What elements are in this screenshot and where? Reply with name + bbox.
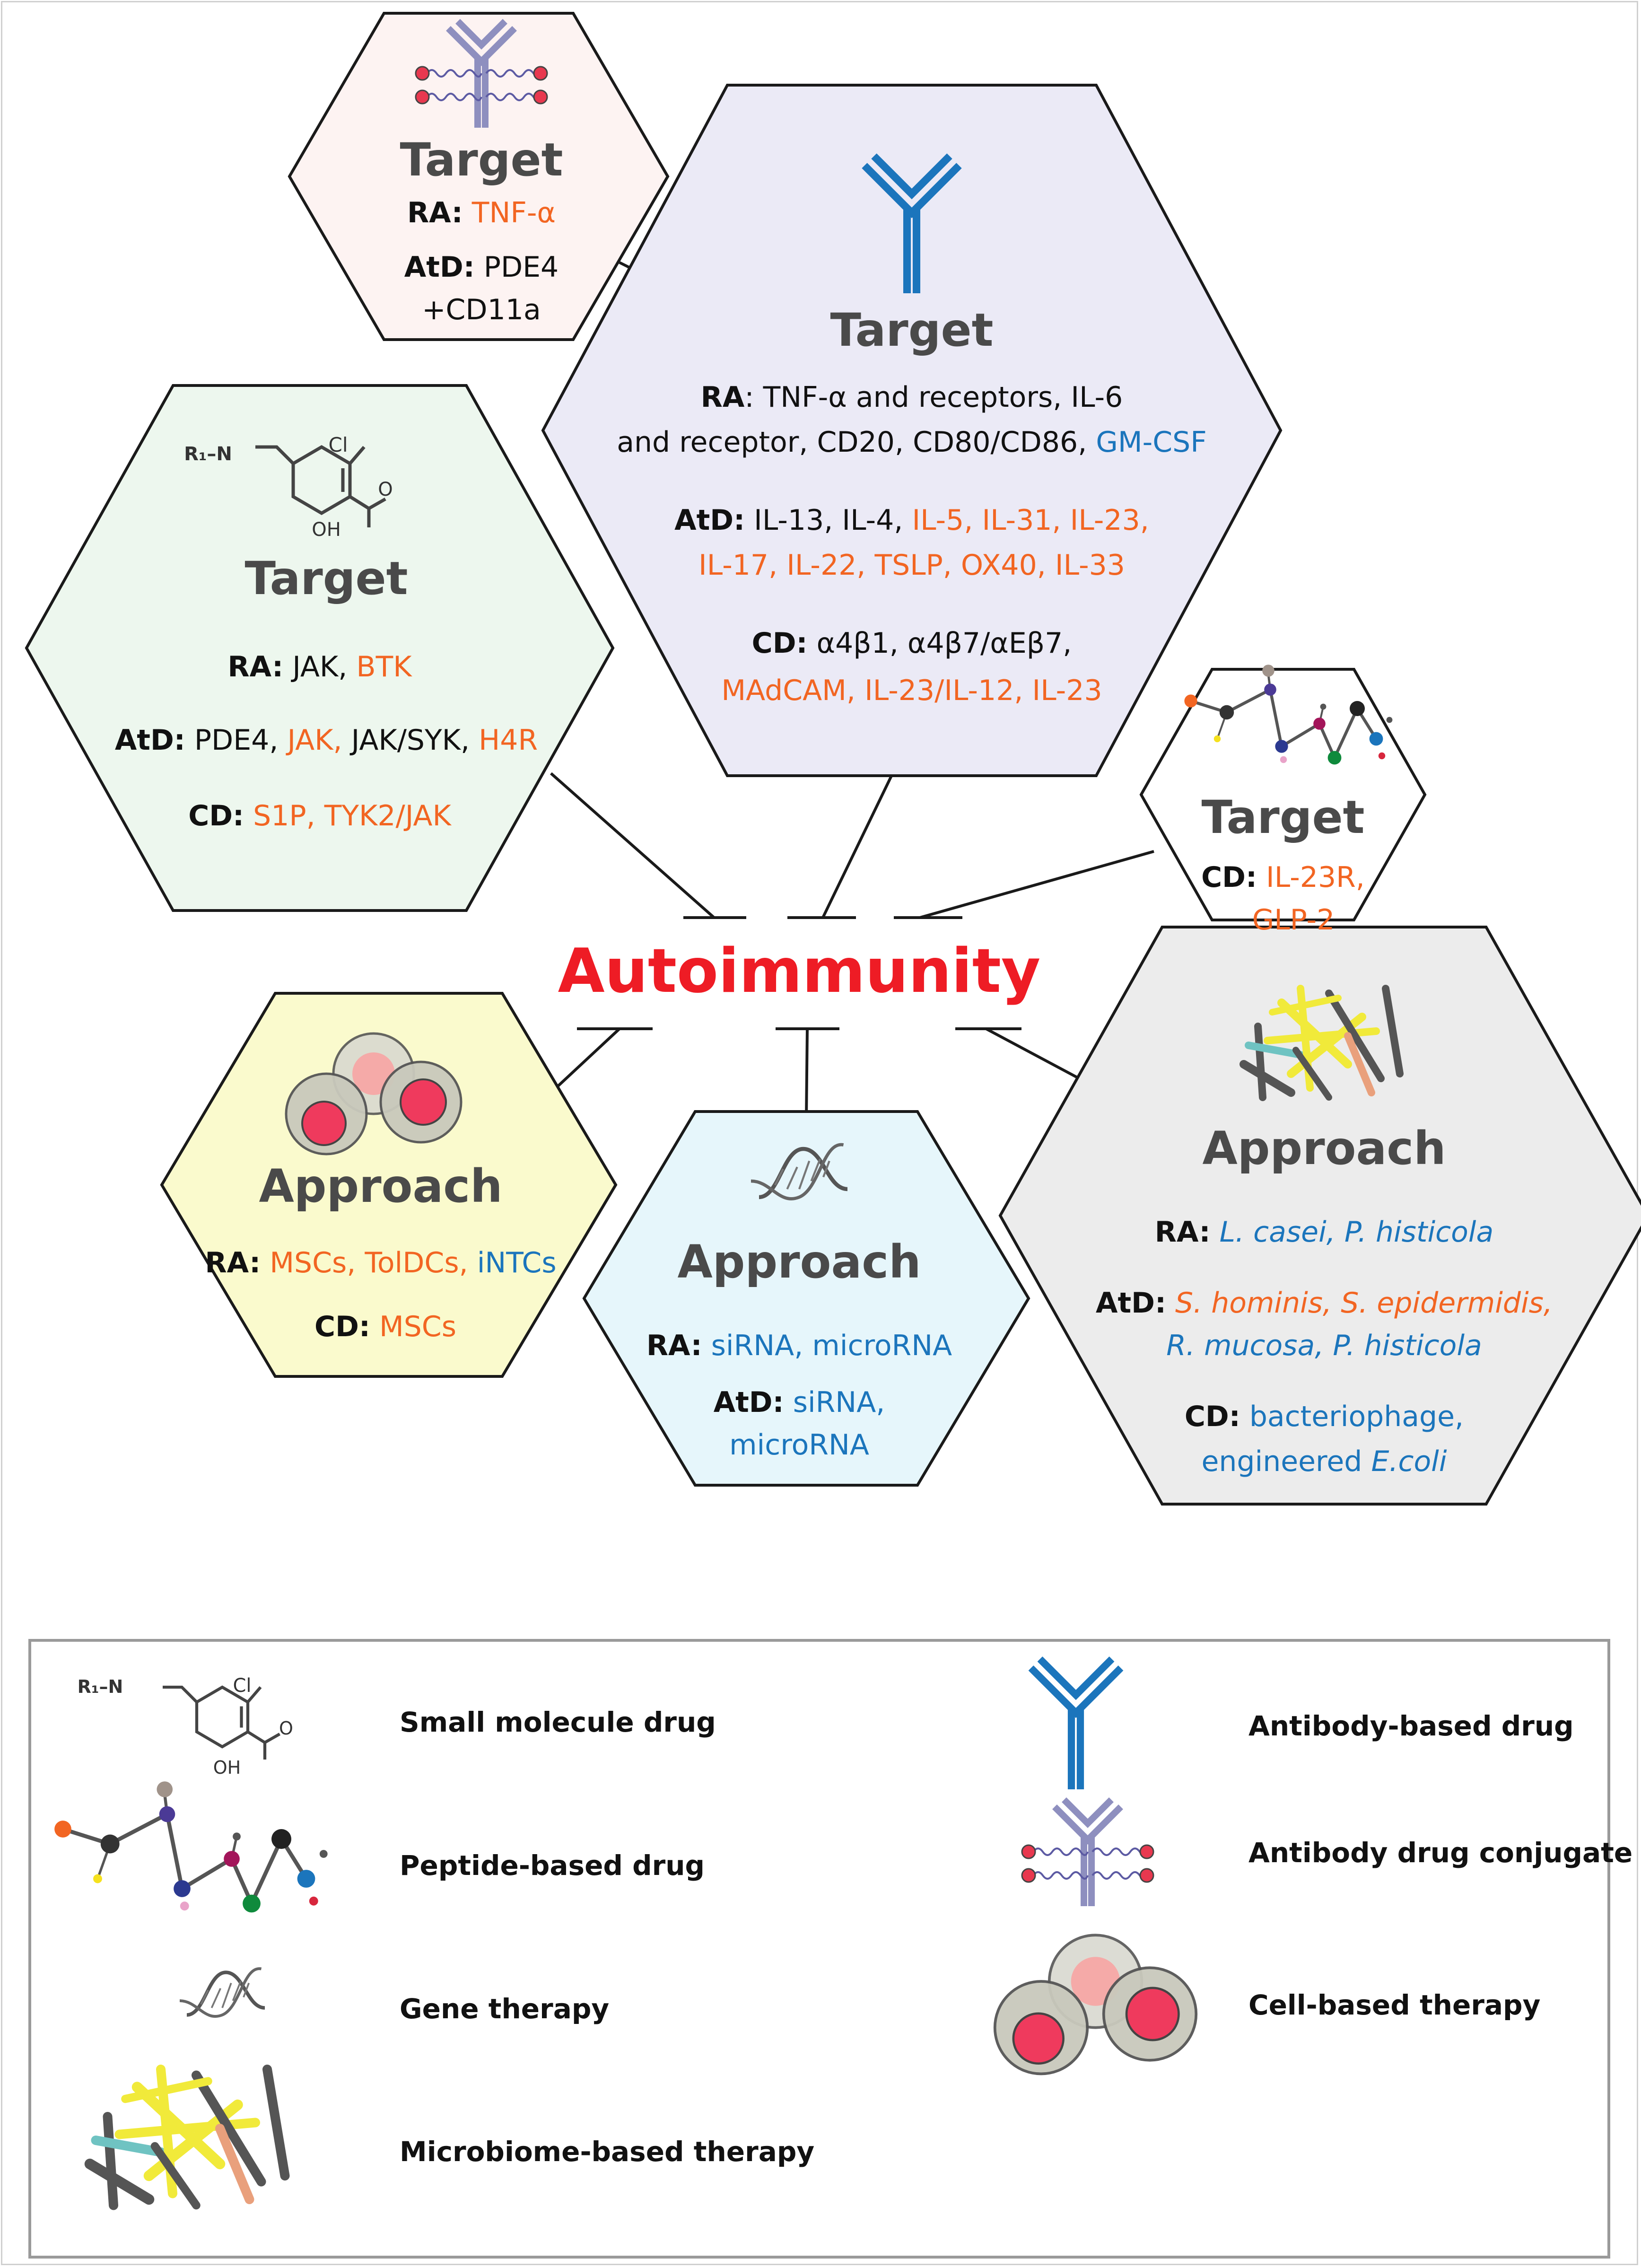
cell-ra-line: RA: MSCs, TolDCs, iNTCs (205, 1246, 557, 1279)
mol-cl-label: Cl (328, 433, 348, 456)
micro-atd-line-2: R. mucosa, P. histicola (1166, 1329, 1482, 1362)
small-hex-heading: Target (244, 552, 408, 605)
small-atd-line: AtD: PDE4, JAK, JAK/SYK, H4R (114, 724, 538, 757)
connector-antibody (821, 770, 895, 919)
micro-hex-heading: Approach (1202, 1122, 1446, 1175)
antibody-atd-line-1: AtD: IL-13, IL-4, IL-5, IL-31, IL-23, (674, 504, 1149, 537)
micro-cd-line-2: engineered E.coli (1201, 1445, 1447, 1478)
adc-ra-line: RA: TNF-α (407, 196, 556, 229)
legend-peptide: Peptide-based drug (400, 1849, 705, 1882)
diagram-title: Autoimmunity (558, 936, 1041, 1007)
peptide-cd-line-2: GLP-2 (1252, 903, 1335, 937)
hex-adc (288, 12, 670, 341)
connector-small (550, 772, 715, 919)
adc-hex-heading: Target (400, 133, 563, 186)
hex-micro (998, 926, 1641, 1506)
antibody-atd-line-2: IL-17, IL-22, TSLP, OX40, IL-33 (698, 549, 1125, 582)
mol-r1-label: R₁–N (184, 443, 232, 465)
peptide-hex-heading: Target (1201, 791, 1365, 844)
legend (28, 1639, 1610, 2259)
hex-gene (582, 1110, 1030, 1487)
connector-cell (550, 1027, 621, 1094)
hex-antibody (541, 84, 1283, 777)
cell-hex-heading: Approach (259, 1160, 503, 1213)
hex-cell (160, 992, 618, 1378)
peptide-cd-line-1: CD: IL-23R, (1201, 861, 1365, 894)
cell-cd-line: CD: MSCs (314, 1310, 456, 1343)
gene-atd-line-2: microRNA (729, 1428, 869, 1462)
legend-antibody: Antibody-based drug (1248, 1710, 1574, 1742)
micro-atd-line-1: AtD: S. hominis, S. epidermidis, (1096, 1287, 1553, 1320)
legend-small-molecule: Small molecule drug (400, 1706, 716, 1738)
legend-gene: Gene therapy (400, 1993, 610, 2025)
antibody-cd-line-1: CD: α4β1, α4β7/αEβ7, (751, 627, 1072, 660)
connector-micro (985, 1027, 1093, 1087)
adc-atd-line-2: +CD11a (422, 293, 541, 326)
mol-oh-label: OH (312, 519, 341, 541)
legend-mol-o-label: O (279, 1718, 293, 1739)
micro-ra-line: RA: L. casei, P. histicola (1154, 1216, 1494, 1249)
legend-mol-cl-label: Cl (233, 1675, 252, 1697)
antibody-cd-line-2: MAdCAM, IL-23/IL-12, IL-23 (721, 674, 1102, 707)
adc-atd-line: AtD: PDE4 (404, 251, 559, 284)
legend-cell: Cell-based therapy (1248, 1989, 1541, 2021)
gene-hex-heading: Approach (677, 1235, 921, 1288)
connector-gene (805, 1028, 809, 1119)
gene-atd-line-1: AtD: siRNA, (713, 1386, 885, 1419)
mol-o-label: O (378, 479, 393, 500)
small-cd-line: CD: S1P, TYK2/JAK (188, 799, 451, 832)
hex-peptide (1139, 668, 1427, 921)
small-ra-line: RA: JAK, BTK (227, 650, 412, 683)
antibody-hex-heading: Target (830, 304, 994, 357)
legend-mol-r1-label: R₁–N (77, 1676, 123, 1697)
legend-microbiome: Microbiome-based therapy (400, 2136, 815, 2168)
hex-small (25, 384, 615, 912)
antibody-ra-line-2: and receptor, CD20, CD80/CD86, GM-CSF (617, 426, 1207, 459)
connector-peptide (919, 850, 1154, 919)
antibody-ra-line-1: RA: TNF-α and receptors, IL-6 (700, 381, 1123, 414)
micro-cd-line-1: CD: bacteriophage, (1184, 1400, 1464, 1433)
gene-ra-line: RA: siRNA, microRNA (646, 1329, 952, 1362)
legend-adc: Antibody drug conjugate (1248, 1837, 1633, 1869)
legend-mol-oh-label: OH (213, 1757, 241, 1778)
